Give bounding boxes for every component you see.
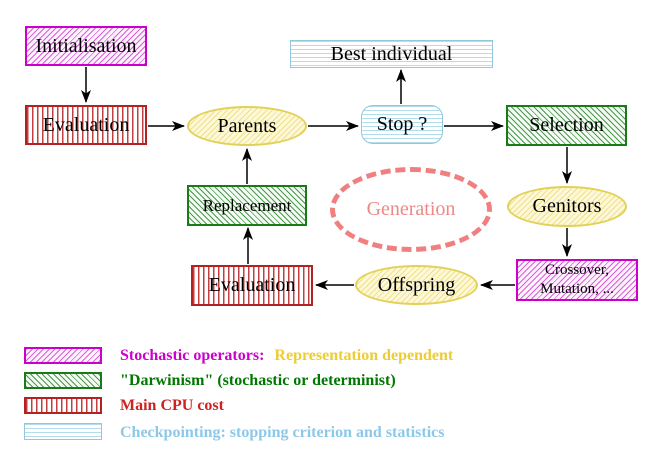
legend-label-representation-dependent: Representation dependent — [274, 347, 454, 364]
node-offspring-label: Offspring — [377, 273, 456, 296]
generation-cycle-ellipse: Generation — [330, 167, 492, 252]
node-replacement-label: Replacement — [202, 195, 292, 215]
legend-label-darwinism: "Darwinism" (stochastic or determinist) — [120, 372, 396, 389]
node-crossover-mutation: Crossover, Mutation, ... — [516, 259, 638, 301]
node-stop: Stop ? — [361, 105, 443, 144]
node-evaluation-bottom: Evaluation — [191, 265, 313, 306]
node-initialisation-label: Initialisation — [35, 34, 137, 57]
node-initialisation: Initialisation — [25, 26, 147, 66]
legend-swatch-darwinism — [24, 372, 102, 389]
legend-label-stochastic-operators: Stochastic operators: Representation depe… — [120, 347, 453, 364]
legend-swatch-checkpointing — [24, 423, 102, 440]
node-selection: Selection — [506, 105, 627, 146]
node-best-individual-label: Best individual — [330, 42, 453, 65]
legend-swatch-stochastic-operators — [24, 347, 102, 364]
node-parents-label: Parents — [217, 114, 277, 137]
node-offspring: Offspring — [355, 265, 478, 305]
node-crossover-line1: Crossover, — [545, 262, 609, 279]
node-selection-label: Selection — [529, 114, 604, 136]
node-evaluation-top-label: Evaluation — [42, 113, 130, 136]
legend-label-stochastic-operators-text: Stochastic operators: — [120, 347, 265, 364]
node-parents: Parents — [187, 106, 307, 146]
node-stop-label: Stop ? — [376, 113, 428, 135]
node-evaluation-top: Evaluation — [25, 105, 147, 145]
node-evaluation-bottom-label: Evaluation — [208, 274, 296, 296]
legend-label-main-cpu-cost: Main CPU cost — [120, 397, 224, 414]
node-crossover-line2: Mutation, ... — [540, 281, 614, 297]
node-replacement: Replacement — [187, 185, 307, 226]
legend-swatch-main-cpu-cost — [24, 397, 102, 414]
generation-label: Generation — [366, 198, 456, 220]
legend-label-checkpointing: Checkpointing: stopping criterion and st… — [120, 424, 445, 441]
node-genitors: Genitors — [507, 186, 627, 227]
node-genitors-label: Genitors — [532, 195, 602, 217]
node-best-individual: Best individual — [290, 40, 493, 68]
